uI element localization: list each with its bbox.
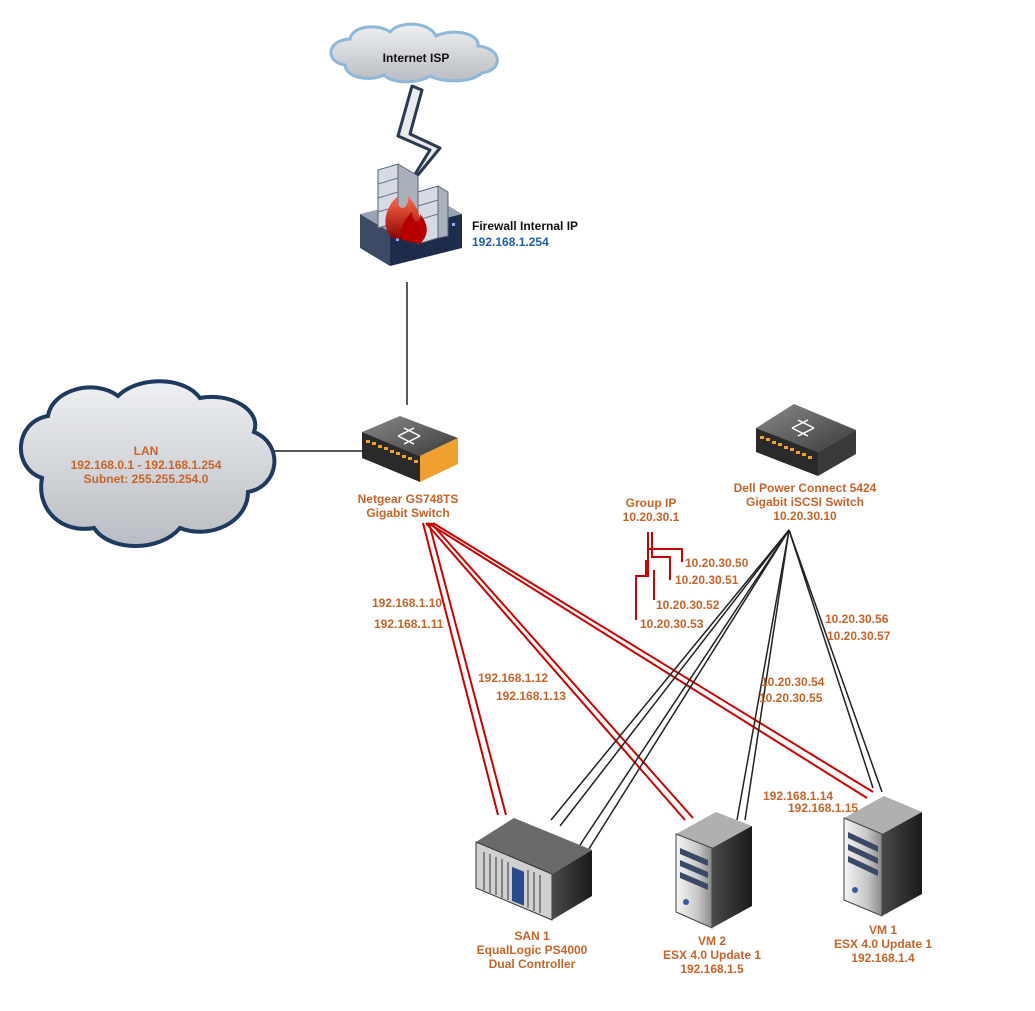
netgear-switch-label: Netgear GS748TS Gigabit Switch (358, 492, 459, 520)
lan-cloud-icon (18, 379, 277, 548)
san-icon (475, 818, 592, 921)
vm2-iscsi-ip-b: 10.20.30.55 (759, 691, 823, 705)
vm2-os: ESX 4.0 Update 1 (662, 948, 762, 962)
group-port-ip-1: 10.20.30.50 (685, 556, 749, 570)
vm1-name: VM 1 (868, 923, 898, 937)
vm1-server-icon (843, 796, 922, 917)
vm2-lan-ip-b: 192.168.1.13 (496, 689, 567, 703)
san-controller: Dual Controller (488, 957, 576, 971)
group-port-ip-4: 10.20.30.53 (640, 617, 704, 631)
vm1-label: VM 1 ESX 4.0 Update 1 192.168.1.4 (834, 923, 932, 965)
group-ip-connector (635, 532, 683, 620)
link-lines (272, 118, 883, 853)
netgear-type: Gigabit Switch (366, 506, 450, 520)
firewall-ip: 192.168.1.254 (472, 235, 549, 249)
san-lan-ip-a: 192.168.1.10 (372, 596, 443, 610)
vm1-os: ESX 4.0 Update 1 (833, 937, 933, 951)
san-label: SAN 1 EqualLogic PS4000 Dual Controller (477, 929, 588, 971)
vm2-name: VM 2 (697, 934, 727, 948)
vm2-server-icon (675, 812, 752, 929)
netgear-name: Netgear GS748TS (357, 492, 459, 506)
vm1-ip: 192.168.1.4 (851, 951, 915, 965)
group-ip-title: Group IP (625, 496, 677, 510)
san-model: EqualLogic PS4000 (476, 943, 588, 957)
vm1-lan-ip-b: 192.168.1.15 (788, 801, 859, 815)
vm1-iscsi-ip-b: 10.20.30.57 (827, 629, 891, 643)
group-port-ip-2: 10.20.30.51 (675, 573, 739, 587)
vm2-ip: 192.168.1.5 (680, 962, 744, 976)
san-lan-ip-b: 192.168.1.11 (374, 617, 444, 631)
dell-switch-label: Dell Power Connect 5424 Gigabit iSCSI Sw… (734, 481, 877, 523)
vm1-lan-ip-a: 192.168.1.14 (763, 789, 834, 803)
group-ip-value: 10.20.30.1 (622, 510, 680, 524)
group-ip-label: Group IP 10.20.30.1 (623, 496, 680, 524)
vm1-iscsi-ip-a: 10.20.30.56 (825, 612, 889, 626)
firewall-icon (360, 163, 462, 266)
dell-name: Dell Power Connect 5424 (733, 481, 877, 495)
group-port-ip-3: 10.20.30.52 (656, 598, 720, 612)
firewall-title: Firewall Internal IP (472, 219, 579, 233)
internet-cloud-icon (329, 22, 499, 84)
dell-type: Gigabit iSCSI Switch (745, 495, 864, 509)
san-name: SAN 1 (514, 929, 550, 943)
lan-label: LAN 192.168.0.1 - 192.168.1.254 Subnet: … (71, 444, 222, 486)
dell-ip: 10.20.30.10 (773, 509, 837, 523)
internet-isp-label: Internet ISP (382, 51, 450, 65)
vm2-iscsi-ip-a: 10.20.30.54 (761, 675, 825, 689)
dell-switch-icon (756, 404, 856, 476)
lan-range: 192.168.0.1 - 192.168.1.254 (70, 458, 222, 472)
lightning-bolt-icon (396, 84, 442, 194)
vm2-label: VM 2 ESX 4.0 Update 1 192.168.1.5 (663, 934, 761, 976)
netgear-switch-icon (362, 416, 458, 482)
vm2-lan-ip-a: 192.168.1.12 (478, 671, 549, 685)
lan-links (422, 522, 874, 821)
iscsi-links (550, 529, 883, 853)
lan-title: LAN (133, 444, 159, 458)
lan-subnet: Subnet: 255.255.254.0 (83, 472, 209, 486)
